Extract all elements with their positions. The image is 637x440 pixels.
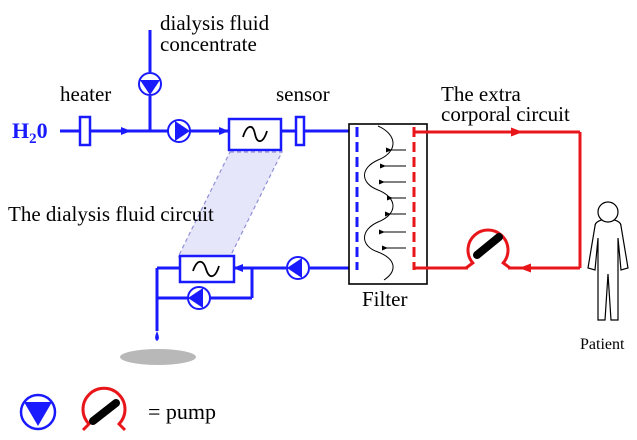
legend: = pump [19,386,216,432]
heat-exchanger-icon [178,254,236,284]
water-inlet-label: H20 [12,118,48,147]
pump-icon [19,393,57,431]
blood-circuit-line [414,127,582,273]
pump-icon [138,72,162,96]
heat-exchanger-icon [227,117,283,152]
heater-label: heater [60,82,111,106]
water-sub: 2 [29,131,37,147]
patient-figure-icon [587,201,629,321]
extra-circuit-label-line2: corporal circuit [441,102,570,126]
concentrate-label-line1: dialysis fluid [160,11,270,35]
drain-drop-icon [155,331,159,341]
filter-label: Filter [362,287,408,311]
roller-pump-icon [465,228,511,270]
drain-pool [120,349,196,365]
water-tail: 0 [37,118,48,143]
dialysis-return-line [155,264,349,331]
pump-icon [286,256,310,280]
extra-circuit-label-line1: The extra [441,82,522,106]
dialysis-inflow-line [60,30,349,135]
pump-icon [167,119,191,143]
sensor-label: sensor [276,82,330,106]
water-main: H [12,118,29,143]
concentrate-label-line2: concentrate [160,32,257,56]
filter-exchange-arrows [379,147,406,251]
svg-text:H20: H20 [12,118,48,147]
filter-membrane [364,125,394,281]
heater-icon [78,115,92,147]
pump-icon [187,286,211,310]
patient-label: Patient [580,336,625,353]
roller-pump-icon [81,386,127,432]
sensor-icon [294,115,306,147]
legend-label: = pump [148,399,216,424]
filter-box [348,123,428,285]
dialysis-circuit-label: The dialysis fluid circuit [8,202,214,226]
